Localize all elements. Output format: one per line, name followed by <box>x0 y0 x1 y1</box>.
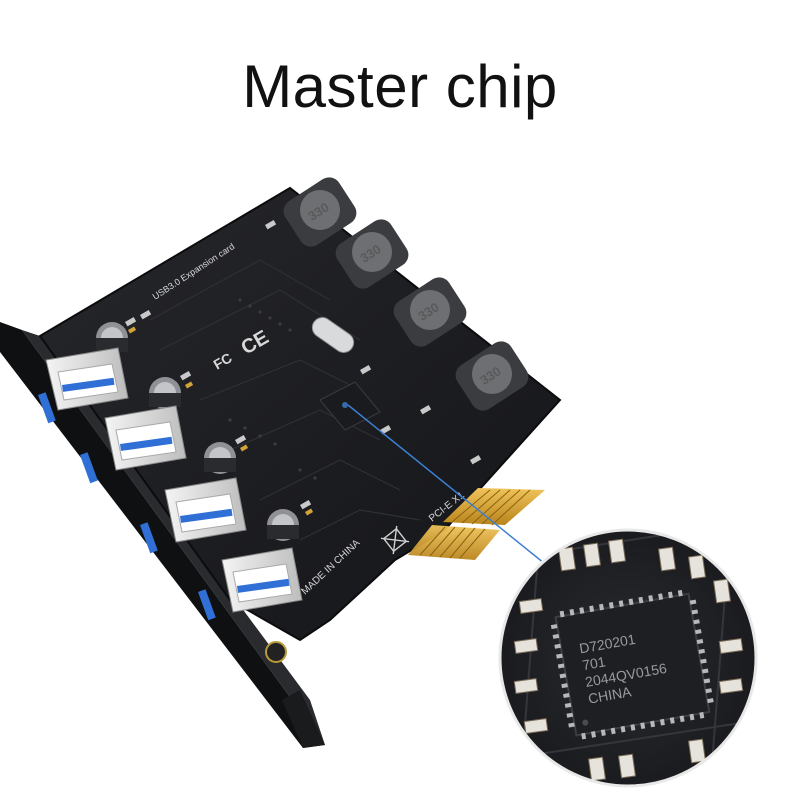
pci-e-gold-fingers <box>408 488 545 560</box>
usb-port-4 <box>221 547 303 613</box>
bracket-port-openings <box>38 392 216 621</box>
smd-caps-orange <box>127 326 314 516</box>
capacitor-4 <box>267 509 299 541</box>
inductor-1: 330 <box>283 177 357 247</box>
capacitor-2 <box>149 377 181 409</box>
weee-bin-icon <box>380 525 410 555</box>
pin1-dot <box>582 719 589 726</box>
usb-port-2 <box>104 405 187 471</box>
chip-marking-line-2: 701 <box>581 653 607 673</box>
inductor-4: 330 <box>455 341 529 411</box>
mounting-bracket <box>0 322 325 748</box>
pcb-board <box>38 186 562 642</box>
zoom-leader-line <box>347 404 566 581</box>
usb-port-1 <box>45 347 129 411</box>
power-jack <box>265 641 287 663</box>
crystal-oscillator <box>311 317 355 353</box>
smd-components <box>125 220 482 510</box>
capacitor-1 <box>96 322 128 354</box>
headline-title: Master chip <box>242 53 558 120</box>
chip-zoom-circle: D720201 701 2044QV0156 CHINA <box>498 528 758 788</box>
capacitor-3 <box>204 442 236 474</box>
inductor-3: 330 <box>393 277 467 347</box>
usb-port-3 <box>164 477 247 543</box>
chip-marking-line-4: CHINA <box>587 683 633 706</box>
inductor-2: 330 <box>335 219 409 289</box>
